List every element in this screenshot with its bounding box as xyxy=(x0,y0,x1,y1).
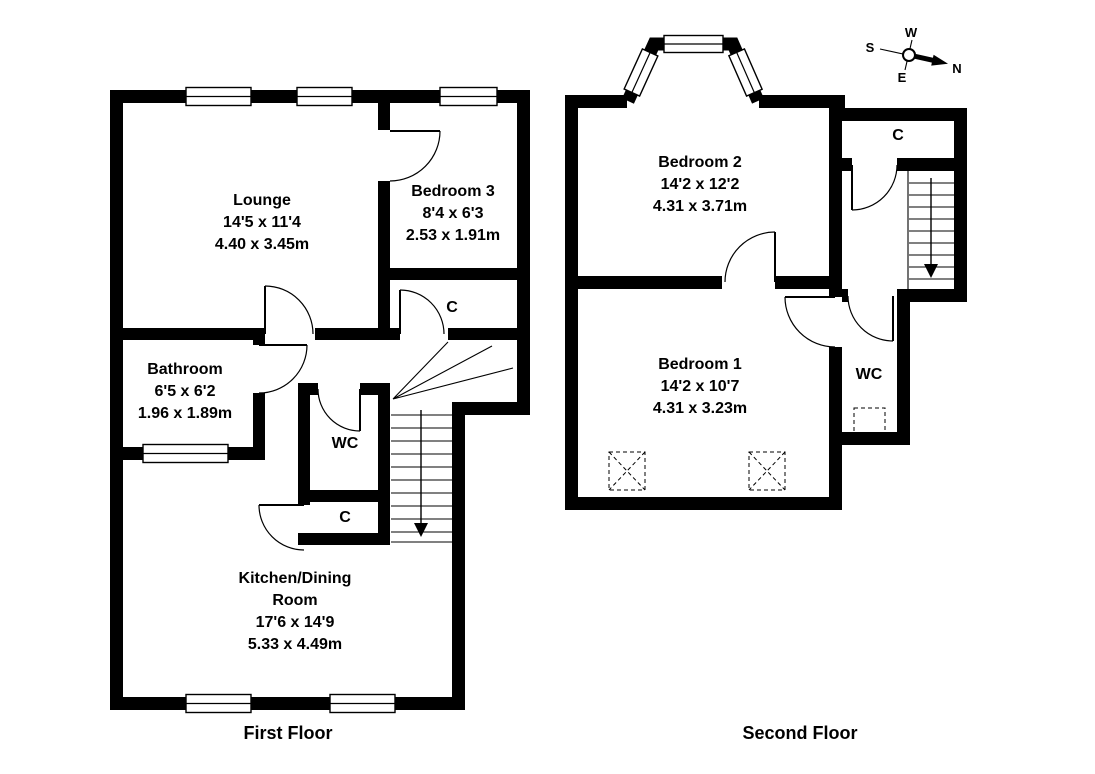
bedroom2-door xyxy=(724,231,776,283)
stairs-direction-arrow-icon xyxy=(924,178,938,278)
bedroom1-size-imperial: 14'2 x 10'7 xyxy=(661,378,740,395)
stair-winders xyxy=(392,341,514,400)
bay-window-top xyxy=(663,34,724,54)
window xyxy=(185,86,252,107)
compass-east-label: E xyxy=(898,70,907,85)
bay-window-right xyxy=(727,48,764,97)
bathroom-size-imperial: 6'5 x 6'2 xyxy=(155,383,216,400)
kitchen-size-metric: 5.33 x 4.49m xyxy=(248,636,342,653)
closet-door-second-floor xyxy=(851,164,898,211)
window xyxy=(185,693,252,714)
compass-rose: W S E N xyxy=(866,25,962,85)
staircase-second-floor xyxy=(907,171,954,289)
closet-top-door xyxy=(399,289,445,335)
first-floor-title: First Floor xyxy=(244,723,333,743)
kitchen-size-imperial: 17'6 x 14'9 xyxy=(256,614,335,631)
lounge-door xyxy=(264,285,314,335)
wc-door xyxy=(317,388,361,432)
staircase-first-floor xyxy=(391,341,514,543)
kitchen-name-line2: Room xyxy=(272,592,317,609)
bedroom3-door xyxy=(389,130,441,182)
window xyxy=(439,86,498,107)
bedroom2-name: Bedroom 2 xyxy=(658,154,742,171)
compass-north-label: N xyxy=(952,61,961,76)
bedroom1-door xyxy=(784,296,836,348)
lounge-size-metric: 4.40 x 3.45m xyxy=(215,236,309,253)
second-floor-walls xyxy=(565,95,967,510)
lounge-name: Lounge xyxy=(233,192,291,209)
bay-window-left xyxy=(623,48,659,97)
closet-mid-door xyxy=(258,504,305,551)
bathroom-door xyxy=(258,344,308,394)
skylight-hatch xyxy=(748,451,786,491)
kitchen-name-line1: Kitchen/Dining xyxy=(239,570,352,587)
lounge-size-imperial: 14'5 x 11'4 xyxy=(223,214,301,231)
wc-label: WC xyxy=(332,435,359,452)
first-floor-plan: Lounge 14'5 x 11'4 4.40 x 3.45m Bedroom … xyxy=(110,86,530,743)
shower-tray xyxy=(853,407,886,442)
bedroom2-size-imperial: 14'2 x 12'2 xyxy=(661,176,740,193)
bedroom3-size-metric: 2.53 x 1.91m xyxy=(406,227,500,244)
bedroom3-name: Bedroom 3 xyxy=(411,183,495,200)
compass-hub xyxy=(902,48,916,62)
closet-mid-label: C xyxy=(339,509,351,526)
bedroom3-size-imperial: 8'4 x 6'3 xyxy=(423,205,484,222)
window xyxy=(296,86,353,107)
window xyxy=(142,443,229,464)
compass-west-label: W xyxy=(905,25,918,40)
wc-label-second-floor: WC xyxy=(856,366,883,383)
stairs-direction-arrow-icon xyxy=(414,410,428,537)
bedroom1-name: Bedroom 1 xyxy=(658,356,742,373)
skylight-hatch xyxy=(608,451,646,491)
wc-door-second-floor xyxy=(847,295,894,342)
closet-label-second-floor: C xyxy=(892,127,904,144)
second-floor-title: Second Floor xyxy=(742,723,857,743)
bedroom2-size-metric: 4.31 x 3.71m xyxy=(653,198,747,215)
second-floor-plan: Bedroom 2 14'2 x 12'2 4.31 x 3.71m C Bed… xyxy=(565,34,967,743)
bedroom1-size-metric: 4.31 x 3.23m xyxy=(653,400,747,417)
north-arrow-icon xyxy=(914,53,948,66)
bathroom-name: Bathroom xyxy=(147,361,223,378)
bathroom-size-metric: 1.96 x 1.89m xyxy=(138,405,232,422)
closet-top-label: C xyxy=(446,299,458,316)
window xyxy=(329,693,396,714)
compass-south-label: S xyxy=(866,40,875,55)
